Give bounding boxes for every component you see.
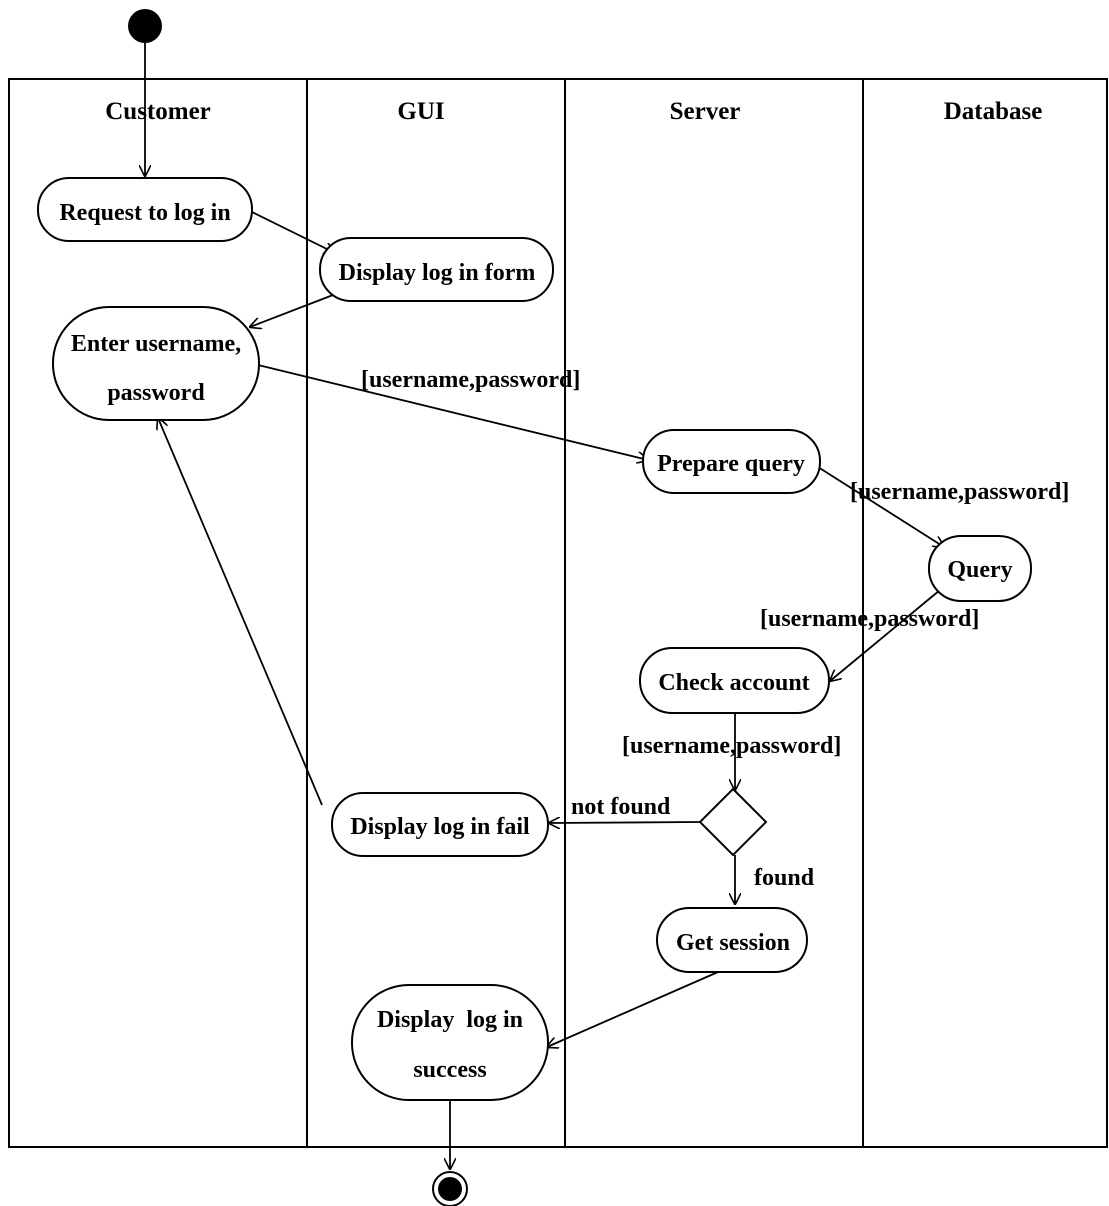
edge-session-to-success [547,971,719,1047]
lane-title-database: Database [944,98,1043,125]
node-check-account: Check account [639,647,830,714]
node-label-line2: success [413,1057,486,1083]
edge-label-prepare-to-query: [username,password] [850,479,1069,505]
edge-label-enter-to-prepare: [username,password] [361,367,580,393]
node-label: Prepare query [657,451,805,477]
edge-label-found: found [754,865,815,891]
node-get-session: Get session [656,907,808,973]
edge-label-query-to-check: [username,password] [760,606,979,632]
initial-node [128,9,162,43]
node-label: Request to log in [59,200,230,226]
node-label: Display log in fail [350,814,530,840]
edge-prepare-to-query [817,466,944,547]
decision-node [698,787,768,857]
edge-label-check-to-decision: [username,password] [622,733,841,759]
node-display-log-in-form: Display log in form [319,237,554,302]
node-request-to-log-in: Request to log in [37,177,253,242]
node-label: Query [947,557,1012,583]
swimlane-frame [8,78,1108,1148]
edge-enter-to-prepare [257,364,648,460]
node-label-line1: Display log in [377,1007,523,1033]
node-display-log-in-fail: Display log in fail [331,792,549,857]
node-enter-username-password: Enter username, password [52,306,260,421]
edge-fail-to-enter [158,418,323,806]
node-label: Check account [658,670,809,696]
node-display-log-in-success: Display log in success [351,984,549,1101]
node-label: Display log in form [339,260,536,286]
node-query: Query [928,535,1032,602]
lane-title-customer: Customer [105,98,211,125]
final-node [432,1171,468,1206]
edge-label-not-found: not found [571,794,671,820]
edge-display-form-to-enter [250,294,334,327]
node-label-line2: password [107,380,205,406]
edge-request-to-display-form [251,211,335,253]
edge-query-to-check [830,589,941,681]
node-label-line1: Enter username, [71,331,241,357]
edge-decision-to-fail [549,822,701,823]
node-label: Get session [676,930,790,956]
lane-title-gui: GUI [397,98,444,125]
node-prepare-query: Prepare query [642,429,821,494]
lane-title-server: Server [670,98,741,125]
